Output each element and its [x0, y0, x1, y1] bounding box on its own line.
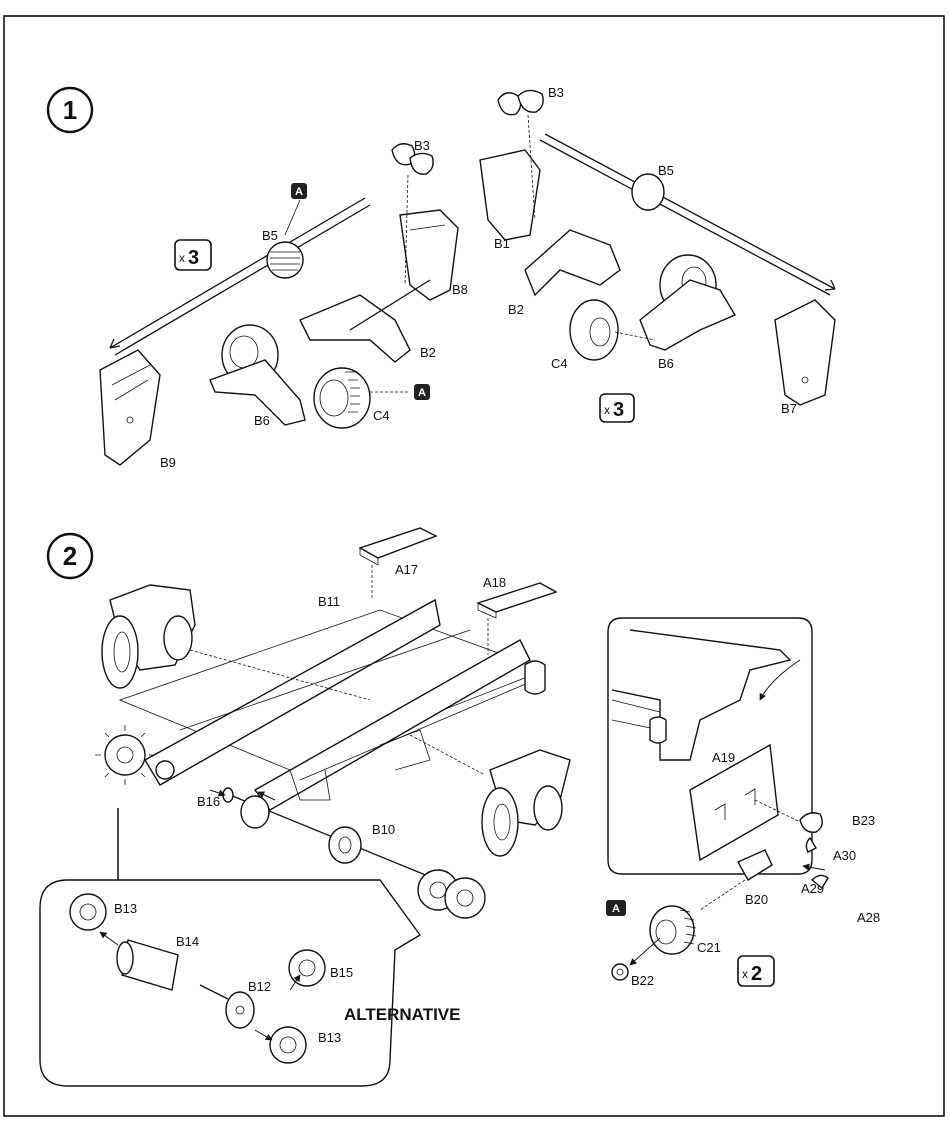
- label-b6-left: B6: [254, 413, 270, 428]
- suspension-unit-left: [100, 144, 458, 465]
- label-c4-right: C4: [551, 356, 568, 371]
- label-b7: B7: [781, 401, 797, 416]
- sprue-a-badge: A: [414, 384, 430, 400]
- label-b3-right: B3: [548, 85, 564, 100]
- label-b11: B11: [318, 594, 340, 609]
- label-b8: B8: [452, 282, 468, 297]
- step-2-number: 2: [63, 541, 77, 571]
- label-c21: C21: [697, 940, 721, 955]
- svg-text:x: x: [604, 403, 610, 417]
- label-b20: B20: [745, 892, 768, 907]
- step-2-marker: 2: [48, 534, 92, 578]
- label-b23: B23: [852, 813, 875, 828]
- step-1-number: 1: [63, 95, 77, 125]
- svg-text:3: 3: [613, 399, 624, 421]
- label-b5-left: B5: [262, 228, 278, 243]
- svg-text:x: x: [179, 251, 185, 265]
- label-b13-top: B13: [114, 901, 137, 916]
- label-c4-left: C4: [373, 408, 390, 423]
- label-b14: B14: [176, 934, 199, 949]
- label-b22: B22: [631, 973, 654, 988]
- label-b3-left: B3: [414, 138, 430, 153]
- sprue-a-badge: A: [606, 900, 626, 916]
- label-b9: B9: [160, 455, 176, 470]
- label-b13-bottom: B13: [318, 1030, 341, 1045]
- svg-text:3: 3: [188, 247, 199, 269]
- quantity-x2: x 2: [738, 956, 774, 986]
- svg-text:A: A: [418, 387, 426, 399]
- quantity-x3-right: x 3: [600, 394, 634, 422]
- label-b1: B1: [494, 236, 510, 251]
- label-b15: B15: [330, 965, 353, 980]
- svg-text:x: x: [742, 967, 748, 981]
- label-b2-right: B2: [508, 302, 524, 317]
- label-b10: B10: [372, 822, 395, 837]
- label-b6-right: B6: [658, 356, 674, 371]
- step-1-marker: 1: [48, 88, 92, 132]
- label-a30: A30: [833, 848, 856, 863]
- quantity-x3-left: x 3: [175, 240, 211, 270]
- label-b2-left: B2: [420, 345, 436, 360]
- label-a18: A18: [483, 575, 506, 590]
- label-a28: A28: [857, 910, 880, 925]
- label-a19: A19: [712, 750, 735, 765]
- sprue-a-badge: A: [291, 183, 307, 199]
- label-b12: B12: [248, 979, 271, 994]
- detail-inset: [608, 618, 825, 874]
- label-a17: A17: [395, 562, 418, 577]
- alternative-caption: ALTERNATIVE: [344, 1005, 460, 1024]
- sprocket-front: [95, 725, 155, 785]
- label-b16: B16: [197, 794, 220, 809]
- svg-text:A: A: [612, 903, 620, 915]
- svg-text:A: A: [295, 186, 303, 198]
- svg-text:2: 2: [751, 963, 762, 985]
- label-b5-right: B5: [658, 163, 674, 178]
